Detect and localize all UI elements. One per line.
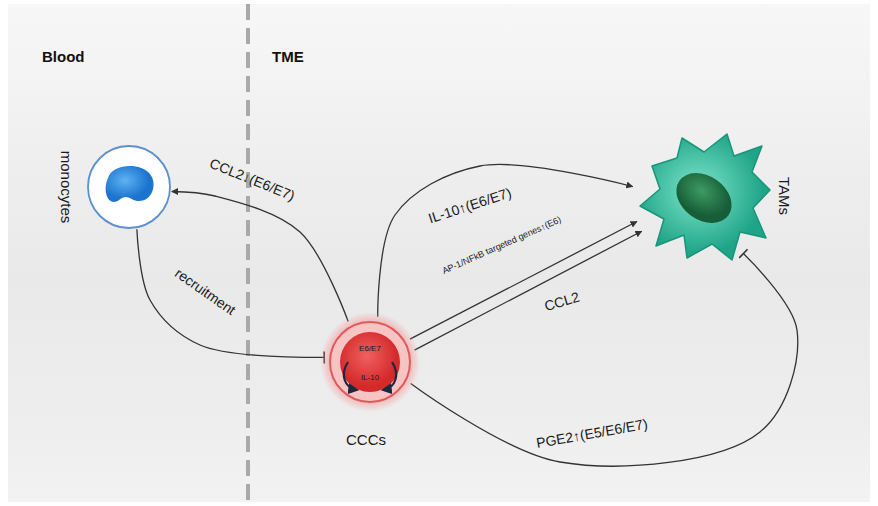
macrophage-nucleus (667, 163, 741, 233)
signal-connector (414, 231, 641, 350)
signal-connector (172, 191, 348, 321)
autocrine-loop-arrow (383, 362, 396, 390)
autocrine-loop-arrow (344, 362, 357, 390)
tam-macrophage: TAMs (632, 126, 774, 266)
cell-illustration (324, 316, 416, 408)
cell-illustration (632, 126, 774, 266)
boundary-dashed-line (246, 4, 250, 502)
cell-glow (320, 312, 420, 412)
cell-name: CCCs (346, 432, 386, 449)
cell-name: monocytes (58, 151, 75, 224)
cell-nucleus (106, 166, 154, 202)
panel-ground (8, 4, 870, 502)
cell-membrane (330, 322, 410, 402)
cell-name: TAMs (776, 177, 793, 215)
region-title: Blood (42, 48, 85, 65)
signal-connector (378, 164, 633, 316)
macrophage-body (640, 134, 770, 260)
signal-connector (137, 229, 324, 357)
monocyte-cell: monocytes (86, 144, 172, 230)
cell-membrane (88, 146, 170, 228)
signal-connector (411, 254, 798, 466)
gene-label: E6/E7 (359, 345, 381, 354)
cancer-cell: E6/E7IL-10CCCs (324, 316, 416, 408)
cell-nucleus (340, 332, 400, 392)
cell-illustration (86, 144, 172, 230)
gene-label: IL-10 (361, 374, 379, 383)
region-title: TME (272, 48, 304, 65)
